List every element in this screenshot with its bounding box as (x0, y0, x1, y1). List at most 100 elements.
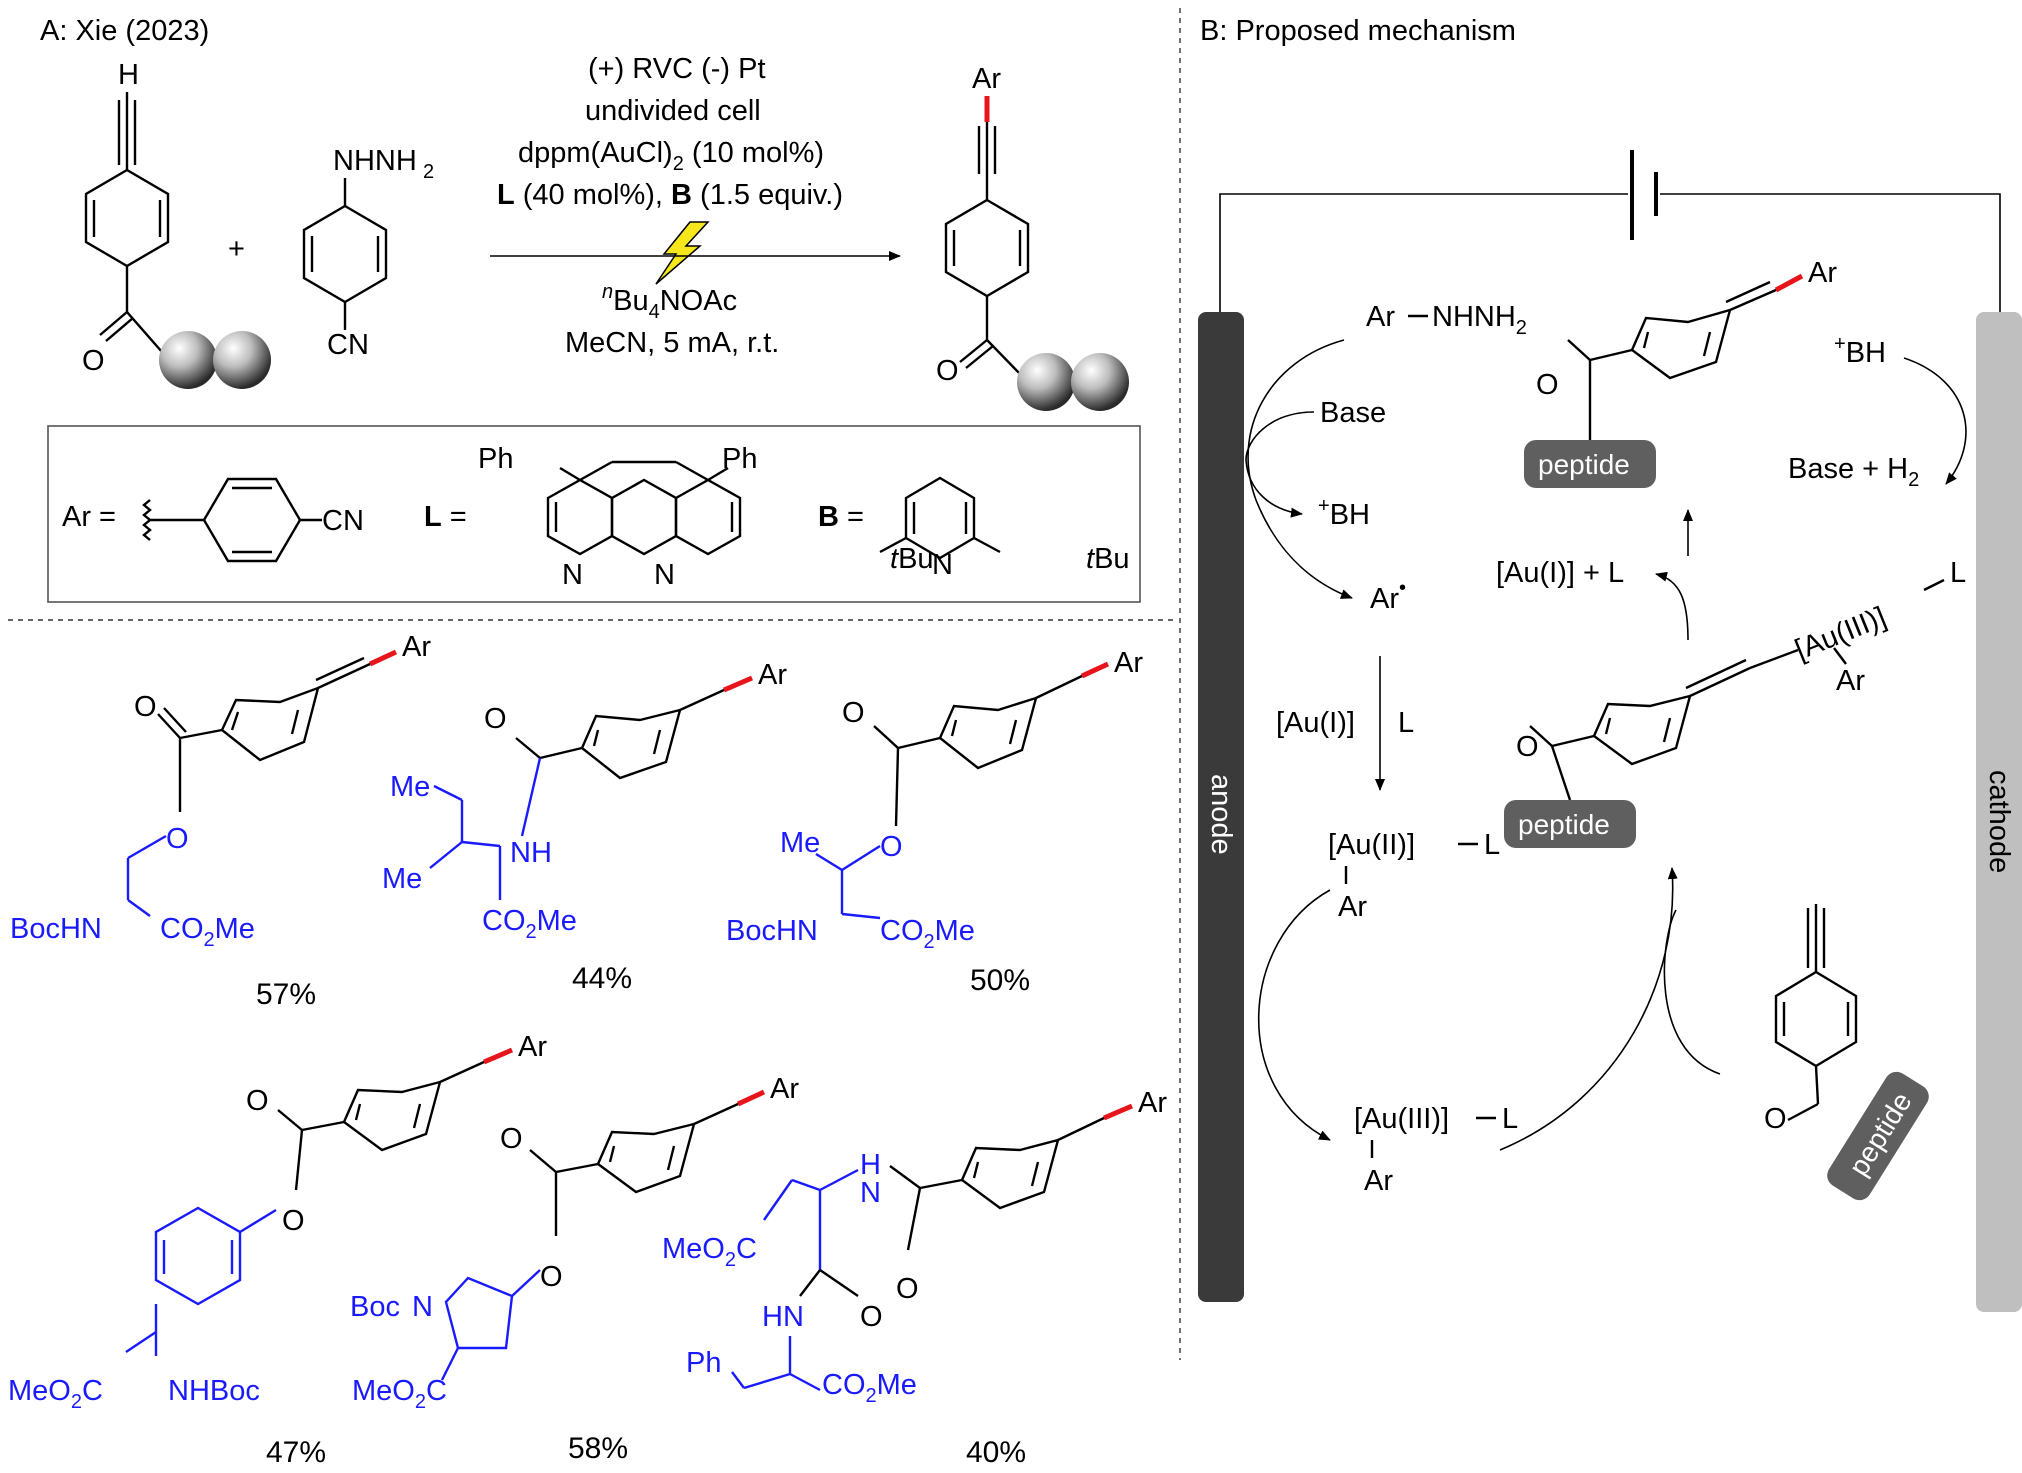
svg-text:Base: Base (1320, 397, 1386, 429)
svg-text:O: O (860, 1301, 883, 1333)
legend-box (47, 425, 1141, 603)
svg-text:MeO2C: MeO2C (8, 1375, 103, 1413)
svg-text:Ar: Ar (758, 659, 787, 691)
legend-base-b: B = N tBu tBu (818, 476, 1130, 581)
svg-text:L =: L = (424, 501, 467, 533)
svg-text:MeCN, 5 mA, r.t.: MeCN, 5 mA, r.t. (565, 327, 779, 359)
peptide-pill-middle: peptide (1518, 809, 1610, 840)
svg-text:2: 2 (423, 161, 434, 183)
product-1-serine-ester: Ar O O BocHN CO2Me 57% (10, 631, 431, 1011)
svg-text:tBu: tBu (1086, 543, 1130, 575)
hydrazine-oxidation: Ar NHNH2 Base +BH Ar• (1245, 301, 1527, 615)
svg-text:O: O (936, 355, 959, 387)
svg-text:dppm(AuCl)2 (10 mol%): dppm(AuCl)2 (10 mol%) (518, 137, 824, 175)
au-catalytic-cycle: [Au(I)] L [Au(II)] L Ar [Au(III)] L Ar (1257, 656, 1721, 1197)
svg-text:Ar: Ar (1338, 891, 1367, 923)
svg-text:O: O (1536, 369, 1559, 401)
svg-text:L: L (1502, 1103, 1518, 1135)
reactant-hydrazine: NHNH 2 CN (302, 145, 434, 361)
mechanism-product: Ar O peptide [Au(I)] + L (1496, 257, 1837, 641)
svg-text:L: L (1484, 829, 1500, 861)
svg-text:+BH: +BH (1834, 333, 1886, 369)
svg-text:N: N (932, 549, 953, 581)
product-5-hydroxyproline-ester: Ar O O N Boc MeO2C 58% (350, 1073, 799, 1465)
svg-text:CO2Me: CO2Me (482, 905, 577, 943)
svg-text:Me: Me (382, 863, 422, 895)
svg-text:O: O (134, 691, 157, 723)
svg-text:Ar: Ar (1836, 665, 1865, 697)
svg-text:CO2Me: CO2Me (880, 915, 975, 953)
svg-text:O: O (896, 1273, 919, 1305)
svg-text:H: H (118, 59, 139, 91)
svg-text:NH: NH (510, 837, 552, 869)
svg-text:O: O (282, 1205, 305, 1237)
svg-text:NHNH2: NHNH2 (1432, 301, 1527, 339)
svg-text:[Au(I)]: [Au(I)] (1276, 707, 1355, 739)
svg-text:N: N (412, 1291, 433, 1323)
anode-electrode (1198, 312, 1244, 1302)
svg-text:Ar: Ar (1364, 1165, 1393, 1197)
cathode-label: cathode (1983, 770, 2015, 873)
lightning-bolt-icon (655, 221, 710, 285)
svg-text:B =: B = (818, 501, 864, 533)
circuit-wire (1219, 150, 2001, 318)
plus-sign: + (228, 233, 245, 265)
svg-text:L: L (1950, 557, 1966, 589)
svg-text:Ar: Ar (402, 631, 431, 663)
svg-text:O: O (1764, 1103, 1787, 1135)
svg-text:Ph: Ph (478, 443, 513, 475)
svg-text:O: O (540, 1261, 563, 1293)
svg-text:MeO2C: MeO2C (352, 1375, 447, 1413)
reaction-conditions: (+) RVC (-) Pt undivided cell dppm(AuCl)… (490, 53, 901, 359)
svg-text:Ar =: Ar = (62, 501, 116, 533)
svg-text:O: O (484, 703, 507, 735)
svg-text:O: O (166, 823, 189, 855)
yield-40: 40% (966, 1436, 1026, 1469)
yield-47: 47% (266, 1436, 326, 1469)
svg-text:Ar: Ar (1138, 1087, 1167, 1119)
alkyne-peptide-substrate: O peptide (1764, 904, 1929, 1201)
svg-text:Ar: Ar (972, 63, 1001, 95)
svg-text:CN: CN (327, 329, 369, 361)
panel-b-title: B: Proposed mechanism (1200, 15, 1516, 47)
panel-a-title: A: Xie (2023) (40, 15, 209, 47)
legend-ligand-l: L = Ph Ph N N (424, 443, 757, 591)
svg-text:nBu4NOAc: nBu4NOAc (602, 281, 737, 323)
svg-text:+BH: +BH (1318, 495, 1370, 531)
svg-text:[Au(III)]: [Au(III)] (1354, 1103, 1449, 1135)
svg-text:Boc: Boc (350, 1291, 400, 1323)
svg-text:CO2Me: CO2Me (822, 1369, 917, 1407)
product-2-isoleucine-amide: Ar O NH Me Me CO2Me 44% (382, 659, 787, 995)
svg-text:Ar•: Ar• (1370, 577, 1406, 615)
svg-text:CO2Me: CO2Me (160, 913, 255, 951)
svg-text:tBu: tBu (890, 543, 934, 575)
svg-text:O: O (880, 831, 903, 863)
product-6-dipeptide-amide: Ar O H N MeO2C O HN Ph CO2Me 40% (662, 1087, 1167, 1469)
peptide-pill-top: peptide (1538, 449, 1630, 480)
reactant-alkyne: H O (82, 59, 271, 389)
yield-58: 58% (568, 1432, 628, 1465)
cathode-reduction: +BH Base + H2 (1788, 333, 1967, 491)
au3-alkynyl-intermediate: [Au(III)] L Ar O peptide (1504, 557, 1966, 848)
svg-text:L: L (1398, 707, 1414, 739)
svg-text:Ar: Ar (1114, 647, 1143, 679)
svg-text:Ar: Ar (1366, 301, 1395, 333)
svg-text:Ph: Ph (686, 1347, 721, 1379)
svg-text:[Au(I)] + L: [Au(I)] + L (1496, 557, 1624, 589)
svg-text:N: N (654, 559, 675, 591)
svg-text:[Au(II)]: [Au(II)] (1328, 829, 1415, 861)
cathode-electrode (1976, 312, 2022, 1312)
svg-text:O: O (1516, 731, 1539, 763)
svg-text:Me: Me (390, 771, 430, 803)
svg-text:O: O (82, 345, 105, 377)
svg-text:O: O (500, 1123, 523, 1155)
svg-text:L (40 mol%), B (1.5 equiv.): L (40 mol%), B (1.5 equiv.) (497, 179, 843, 211)
svg-text:O: O (842, 697, 865, 729)
svg-text:(+) RVC (-) Pt: (+) RVC (-) Pt (588, 53, 766, 85)
svg-text:N: N (860, 1177, 881, 1209)
product-aryl-alkyne: Ar O (936, 63, 1129, 411)
svg-text:CN: CN (322, 505, 364, 537)
svg-text:Ar: Ar (518, 1031, 547, 1063)
product-4-tyrosine-ester: Ar O O MeO2C NHBoc 47% (8, 1031, 547, 1469)
